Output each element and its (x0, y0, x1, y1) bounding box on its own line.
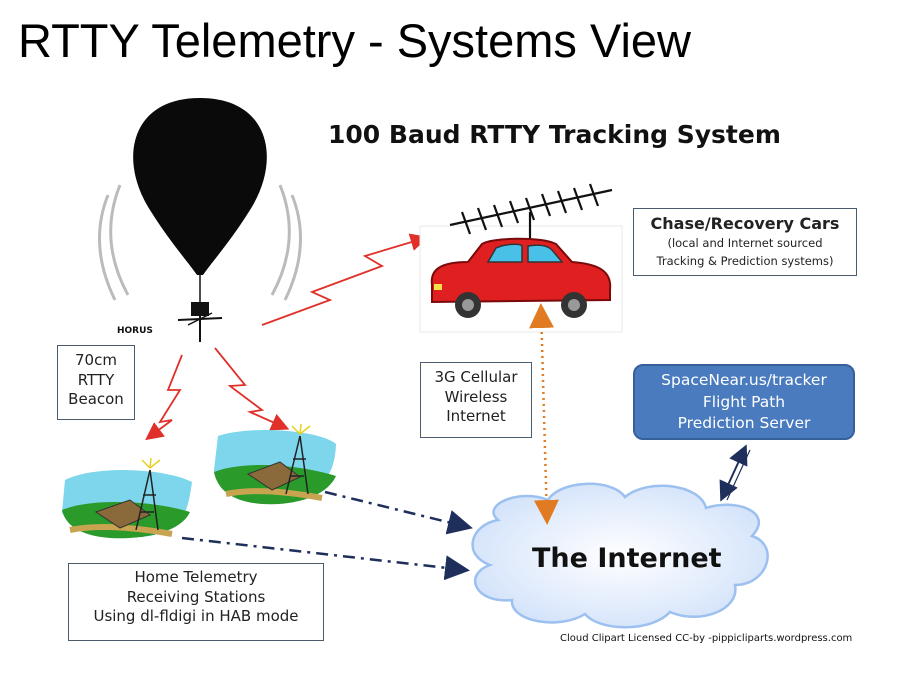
prediction-server-box: SpaceNear.us/tracker Flight Path Predict… (633, 364, 855, 440)
home-stations-box: Home Telemetry Receiving Stations Using … (68, 563, 324, 641)
ground-station-right-icon (214, 423, 336, 505)
car-icon (419, 183, 623, 333)
yagi-antenna-icon (449, 183, 613, 243)
cellular-line-2: Wireless (444, 387, 508, 406)
clipart-credit: Cloud Clipart Licensed CC-by -pippiclipa… (560, 633, 853, 644)
payload-icon (177, 302, 223, 342)
server-line-2: Flight Path (702, 392, 786, 411)
server-internet-link (719, 444, 751, 502)
diagram-title: 100 Baud RTTY Tracking System (328, 120, 781, 149)
cellular-line-1: 3G Cellular (434, 368, 518, 386)
chase-box: Chase/Recovery Cars (local and Internet … (633, 208, 857, 276)
radio-link-to-car (261, 233, 429, 326)
data-link-right-station (324, 490, 473, 535)
ground-station-left-icon (62, 457, 192, 539)
slide-title: RTTY Telemetry - Systems View (18, 14, 691, 67)
beacon-line-1: 70cm (75, 351, 117, 369)
internet-label: The Internet (532, 543, 722, 574)
balloon-icon (133, 98, 267, 302)
beacon-line-2: RTTY (77, 370, 115, 389)
chase-heading: Chase/Recovery Cars (650, 214, 840, 233)
chase-sub-line-2: Tracking & Prediction systems) (656, 253, 834, 268)
cellular-box: 3G Cellular Wireless Internet (420, 362, 532, 438)
server-line-1: SpaceNear.us/tracker (661, 371, 827, 389)
server-line-3: Prediction Server (677, 414, 811, 433)
home-line-2: Receiving Stations (126, 587, 266, 606)
payload-label: HORUS (117, 326, 153, 336)
home-line-3: Using dl-fldigi in HAB mode (93, 607, 299, 625)
data-link-left-station (181, 536, 470, 581)
home-line-1: Home Telemetry (134, 568, 258, 586)
beacon-box: 70cm RTTY Beacon (57, 345, 135, 420)
balloon-motion-lines (98, 184, 302, 301)
beacon-line-3: Beacon (68, 390, 124, 408)
cellular-link (529, 303, 559, 525)
chase-sub-line-1: (local and Internet sourced (667, 235, 823, 250)
radio-link-to-station-left (145, 354, 183, 441)
cellular-line-3: Internet (446, 407, 506, 425)
radio-link-to-station-right (214, 347, 290, 431)
